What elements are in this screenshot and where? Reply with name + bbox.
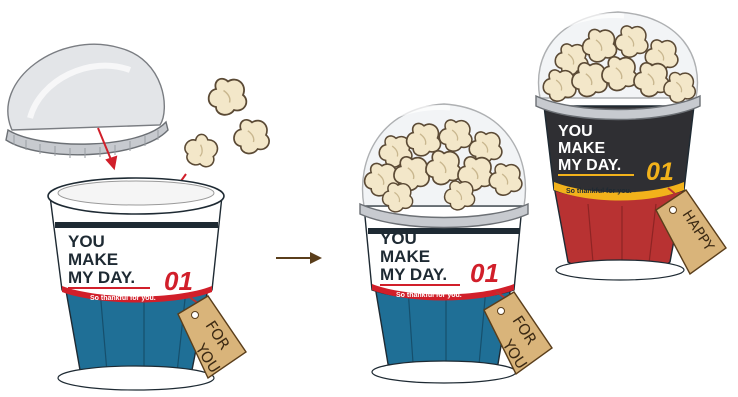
cup-middle-number: 01	[470, 258, 499, 288]
falling-popcorn	[179, 79, 269, 173]
cup-middle-line3: MY DAY.	[380, 265, 447, 284]
cup-left-number: 01	[164, 266, 193, 296]
cup-right-line3: MY DAY.	[558, 157, 621, 174]
cup-right-line1: YOU	[558, 123, 593, 140]
cup-middle-subtitle: So thankful for you.	[396, 292, 462, 299]
cup-middle-line1: YOU	[380, 229, 417, 248]
cup-left-line2: MAKE	[68, 250, 118, 269]
cup-right-line2: MAKE	[558, 140, 605, 157]
lid-separate	[6, 44, 168, 158]
cup-left-subtitle: So thankful for you.	[90, 295, 156, 302]
cup-right-subtitle: So thankful for you.	[566, 188, 632, 195]
cup-left-line3: MY DAY.	[68, 268, 135, 287]
cup-left-line1: YOU	[68, 232, 105, 251]
cup-middle-line2: MAKE	[380, 247, 430, 266]
cup-right-number: 01	[646, 158, 674, 186]
arrow-right-icon	[276, 252, 322, 264]
